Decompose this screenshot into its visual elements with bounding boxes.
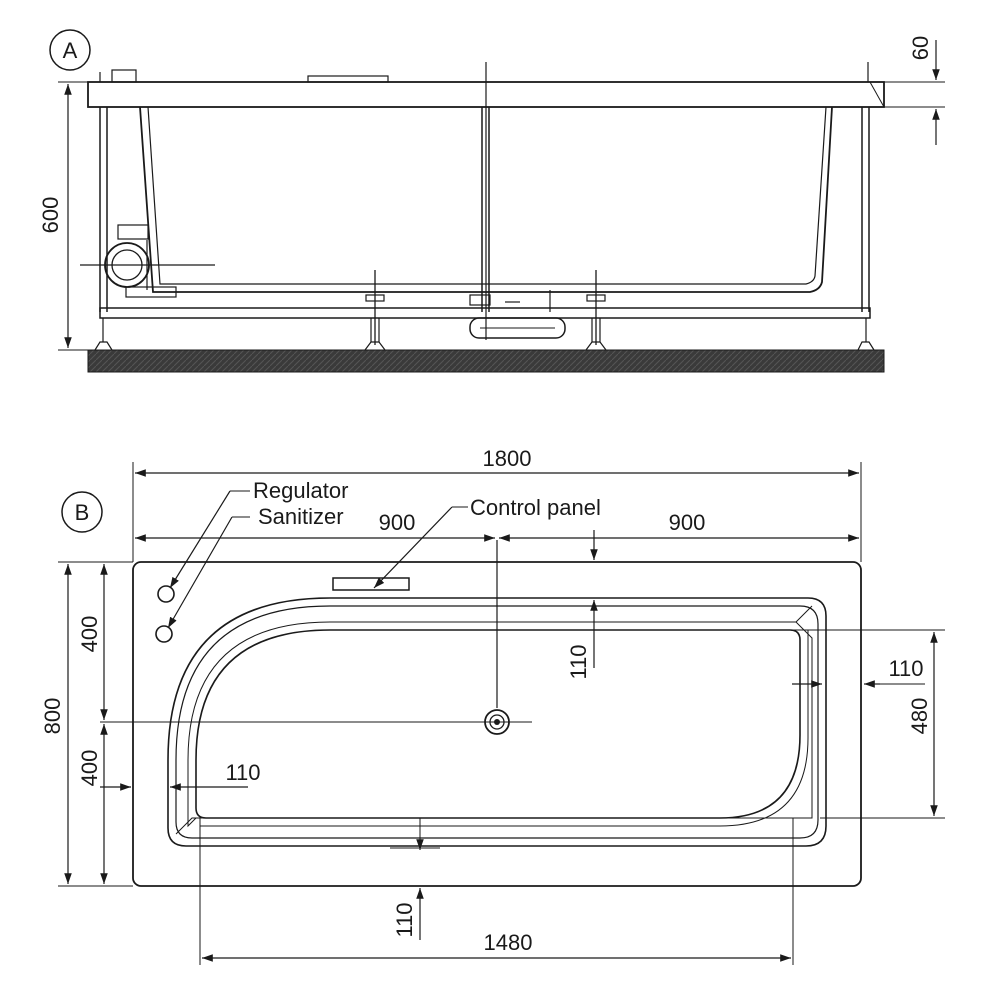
foot bbox=[585, 270, 607, 351]
view-b-plan: B Regulator Sanitizer Control panel bbox=[40, 446, 945, 965]
view-a-marker-circle bbox=[49, 29, 91, 71]
view-a-label: A bbox=[63, 38, 78, 63]
basin-outer-edge bbox=[167, 597, 827, 847]
tub-body-outline bbox=[139, 106, 833, 293]
foot bbox=[857, 318, 875, 351]
dim-rim-bottom: 110 bbox=[392, 902, 417, 937]
control-panel-top bbox=[307, 75, 389, 83]
dim-half-left: 900 bbox=[379, 510, 416, 535]
regulator-circle bbox=[157, 585, 175, 603]
sanitizer-circle bbox=[155, 625, 173, 643]
foot bbox=[94, 318, 113, 351]
callout-regulator: Regulator bbox=[253, 478, 348, 503]
dim-inner-length: 1480 bbox=[484, 930, 533, 955]
adjustable-feet bbox=[94, 270, 875, 351]
drain-trap bbox=[469, 290, 566, 339]
dim-rim-top: 110 bbox=[566, 644, 591, 679]
dim-inner-width: 480 bbox=[907, 698, 932, 735]
dim-width-upper: 400 bbox=[77, 616, 102, 653]
view-b-label: B bbox=[75, 500, 90, 525]
view-b-marker-circle bbox=[61, 491, 103, 533]
foot bbox=[364, 270, 386, 351]
dim-half-right: 900 bbox=[669, 510, 706, 535]
dim-rim-right: 110 bbox=[888, 656, 923, 681]
base-frame bbox=[99, 307, 871, 319]
regulator-knob bbox=[111, 69, 137, 83]
callout-sanitizer: Sanitizer bbox=[258, 504, 344, 529]
dim-height-total: 600 bbox=[38, 197, 63, 234]
view-a-side-elevation: A bbox=[38, 29, 945, 373]
floor-hatch bbox=[87, 349, 885, 373]
dim-width-total: 800 bbox=[40, 698, 65, 735]
drain-plan bbox=[100, 709, 532, 735]
dim-rim-height: 60 bbox=[908, 36, 933, 60]
basin-floor-edge bbox=[195, 629, 801, 819]
dim-length-total: 1800 bbox=[483, 446, 532, 471]
control-panel-plan bbox=[332, 577, 410, 591]
dim-width-lower: 400 bbox=[77, 750, 102, 787]
pump-motor bbox=[80, 224, 215, 298]
dim-rim-left: 110 bbox=[225, 760, 260, 785]
callout-control-panel: Control panel bbox=[470, 495, 601, 520]
